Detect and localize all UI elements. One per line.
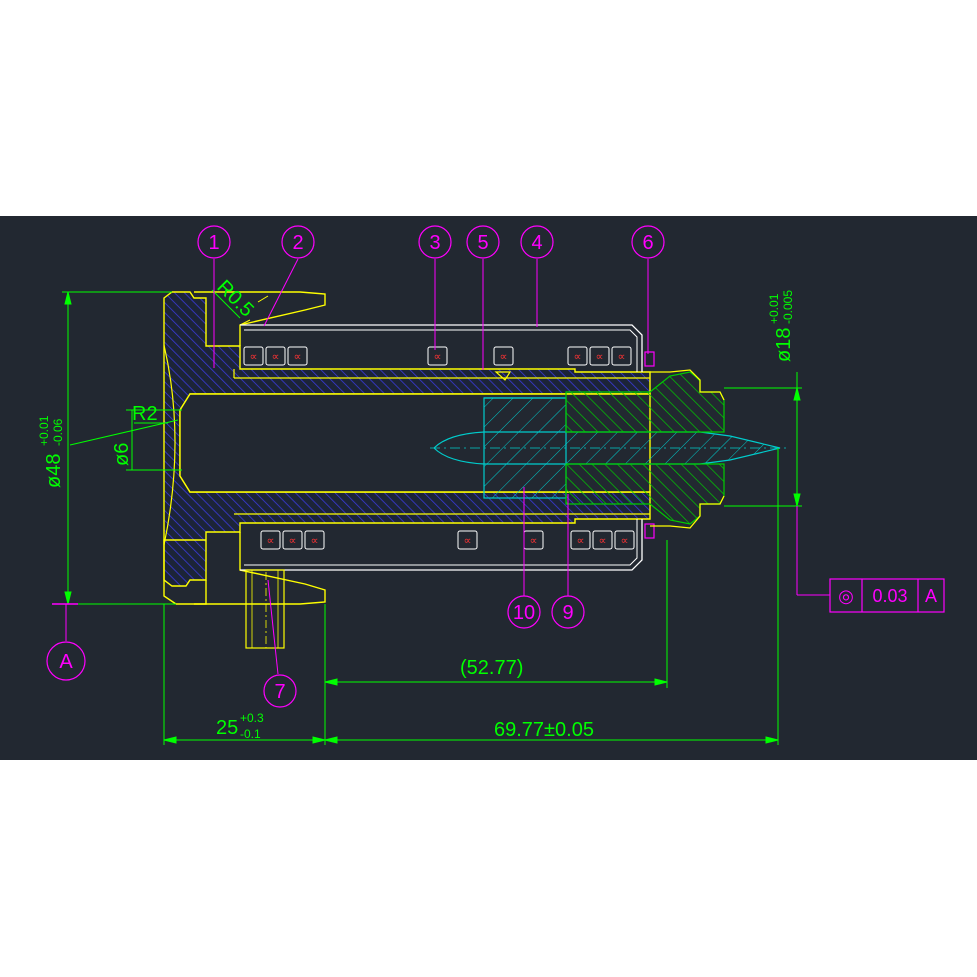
balloon-3: 3 <box>429 232 440 254</box>
bearing-cell <box>304 530 325 550</box>
bearing-mark: ∝ <box>599 534 607 547</box>
bearing-cell <box>260 530 281 550</box>
bearing-cell <box>282 530 303 550</box>
dim-dia48-main: ø48 <box>43 454 65 488</box>
bearing-cell <box>592 530 613 550</box>
dim-25-main: 25 <box>216 717 238 739</box>
dim-25-tol-upper: +0.3 <box>240 711 264 725</box>
bearing-cell <box>457 530 478 550</box>
balloon-2: 2 <box>292 232 303 254</box>
bearing-mark: ∝ <box>464 534 472 547</box>
bearing-mark: ∝ <box>574 350 582 363</box>
bearing-cell <box>287 346 308 366</box>
dim-dia18-tol-upper: +0.01 <box>767 293 781 324</box>
bearing-mark: ∝ <box>294 350 302 363</box>
bearing-cell <box>243 346 264 366</box>
dim-r2: R2 <box>132 403 158 425</box>
bearing-mark: ∝ <box>577 534 585 547</box>
bearing-cell <box>614 530 635 550</box>
tolerance-frame: ◎ 0.03 A <box>796 506 945 613</box>
bearing-mark: ∝ <box>530 534 538 547</box>
balloon-9: 9 <box>562 602 573 624</box>
bearing-cell <box>567 346 588 366</box>
bearing-mark: ∝ <box>311 534 319 547</box>
balloon-6: 6 <box>642 232 653 254</box>
sleeve-shell <box>240 324 655 571</box>
dim-dia48-tol-upper: +0.01 <box>37 415 51 446</box>
bearing-cell <box>589 346 610 366</box>
dim-dia6: ø6 <box>111 443 133 466</box>
datum-a-symbol: A <box>46 603 86 681</box>
dim-dia48-tol-lower: -0.06 <box>51 418 65 446</box>
bolt-part <box>245 569 285 649</box>
bearing-rollers: ∝ ∝ ∝ ∝ ∝ ∝ ∝ ∝ ∝ ∝ ∝ ∝ ∝ ∝ ∝ ∝ <box>243 346 635 550</box>
pin-part <box>430 397 790 499</box>
balloon-1: 1 <box>208 232 219 254</box>
bearing-mark: ∝ <box>618 350 626 363</box>
housing-part <box>194 291 326 605</box>
bearing-cell <box>611 346 632 366</box>
bearing-mark: ∝ <box>272 350 280 363</box>
dim-dia18-tol-lower: -0.005 <box>781 290 795 324</box>
nozzle-part <box>565 369 725 529</box>
balloon-7: 7 <box>274 681 285 703</box>
bearing-mark: ∝ <box>596 350 604 363</box>
bearing-mark: ∝ <box>267 534 275 547</box>
tol-symbol: ◎ <box>838 586 854 606</box>
dim-52-77: (52.77) <box>460 657 523 679</box>
dim-69-77: 69.77±0.05 <box>494 719 594 741</box>
dim-25-tol-lower: -0.1 <box>240 727 261 741</box>
tol-datum: A <box>925 586 937 606</box>
bearing-cell <box>493 346 514 366</box>
dimension-lines <box>62 289 802 745</box>
bearing-mark: ∝ <box>250 350 258 363</box>
tol-value: 0.03 <box>872 586 907 606</box>
datum-a-label: A <box>59 651 73 673</box>
balloon-4: 4 <box>531 232 542 254</box>
bearing-mark: ∝ <box>621 534 629 547</box>
balloon-5: 5 <box>477 232 488 254</box>
dimension-texts: ø48 +0.01 -0.06 ø6 R2 R0.5 ø18 +0.01 -0.… <box>37 276 795 741</box>
bearing-cell <box>570 530 591 550</box>
bearing-cell <box>265 346 286 366</box>
bearing-mark: ∝ <box>434 350 442 363</box>
bearing-mark: ∝ <box>500 350 508 363</box>
balloon-10: 10 <box>513 602 535 624</box>
bearing-mark: ∝ <box>289 534 297 547</box>
dim-dia18-main: ø18 <box>773 328 795 362</box>
bearing-cell <box>427 346 448 366</box>
part-balloons: 1 2 3 5 4 6 10 9 7 <box>197 225 665 708</box>
